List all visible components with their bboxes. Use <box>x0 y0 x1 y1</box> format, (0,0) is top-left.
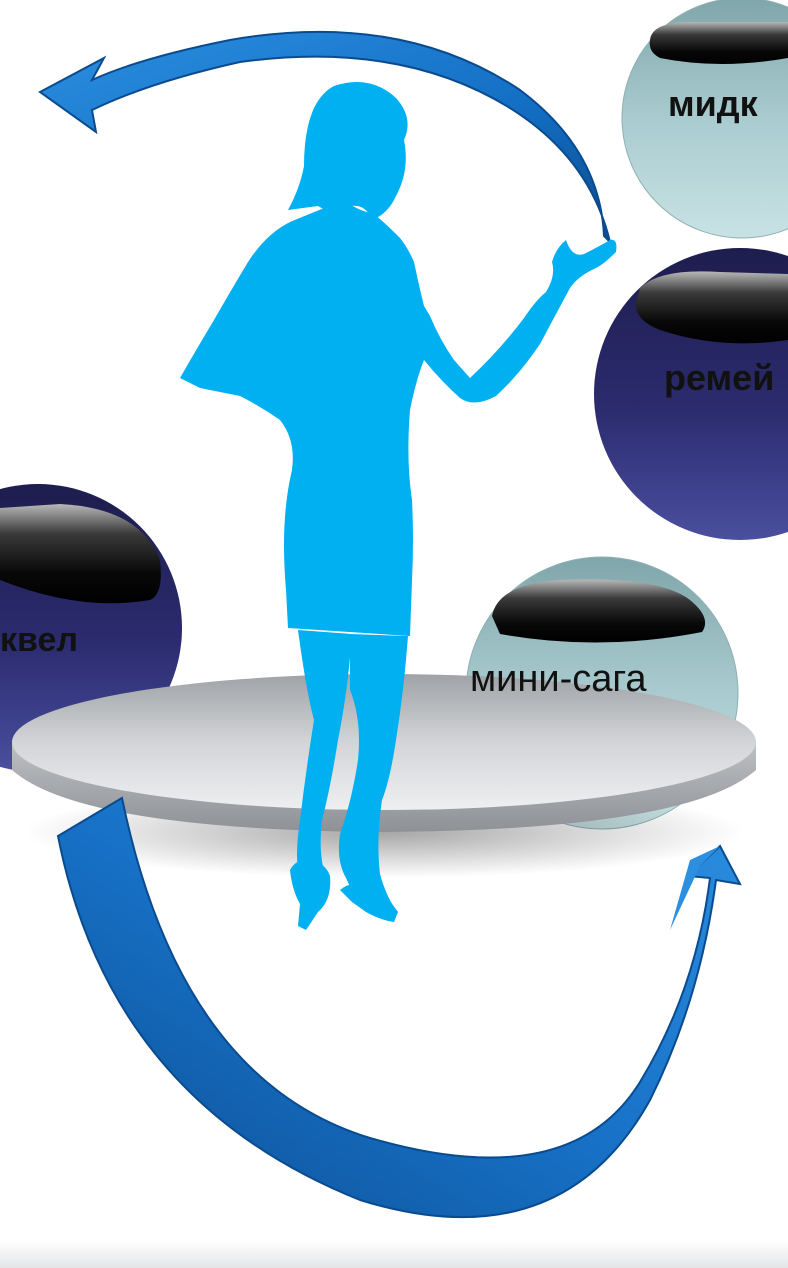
bubble-gloss <box>635 271 788 344</box>
bubble-label-kvel: квел <box>0 621 78 659</box>
curved-arrow-icon <box>56 796 742 1219</box>
bubble-label-midk: мидк <box>668 83 758 124</box>
bubble-label-remey: ремей <box>664 357 775 398</box>
curved-arrow-icon <box>38 30 612 246</box>
bubble-gloss <box>492 579 706 643</box>
floor-shadow <box>0 1240 788 1268</box>
bubble-gloss <box>0 504 161 604</box>
bubble-midk <box>621 0 788 239</box>
woman-silhouette-icon <box>180 82 617 930</box>
bubble-label-mini: мини-сага <box>470 658 647 700</box>
bubble-gloss <box>649 21 788 64</box>
bubble-remey <box>594 248 788 540</box>
